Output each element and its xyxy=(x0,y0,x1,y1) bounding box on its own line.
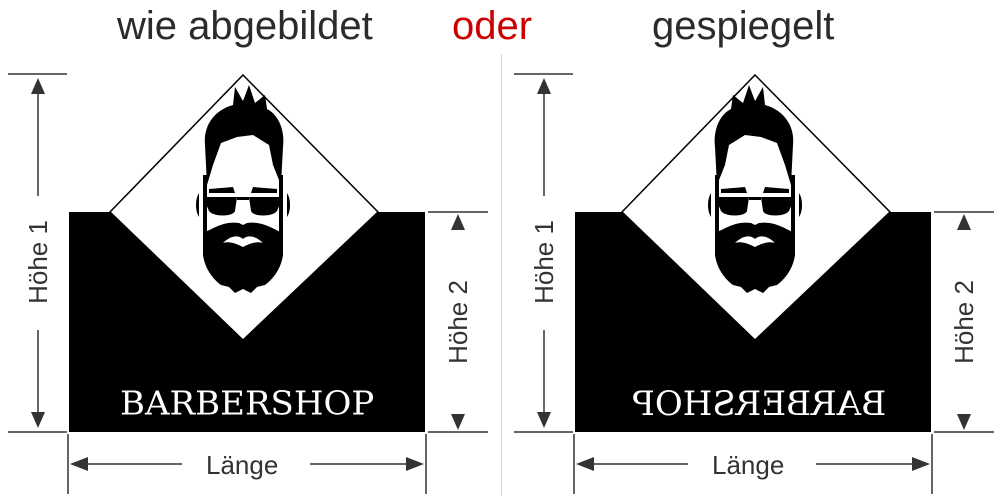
length-label: Länge xyxy=(706,450,791,480)
title-as-shown: wie abgebildet xyxy=(117,4,373,48)
title-or: oder xyxy=(452,4,533,48)
panel-as-shown: Höhe 1 Höhe 2 Länge BARBERSHOP xyxy=(8,73,488,494)
panel-mirrored: Höhe 1 Höhe 2 Länge BARBERSHOP xyxy=(506,0,1000,500)
arrow-up-icon xyxy=(31,78,45,94)
sign-drawing-mirrored xyxy=(514,73,994,494)
height1-label: Höhe 1 xyxy=(23,214,53,310)
panel-divider xyxy=(501,54,502,496)
title-mirrored: gespiegelt xyxy=(652,4,835,48)
height2-label: Höhe 2 xyxy=(949,274,979,370)
arrow-down-icon xyxy=(31,412,45,428)
height2-label: Höhe 2 xyxy=(443,274,473,370)
height1-label: Höhe 1 xyxy=(529,214,559,310)
brand-text-mirrored: BARBERSHOP xyxy=(632,384,887,424)
sign-drawing xyxy=(8,73,488,494)
brand-text: BARBERSHOP xyxy=(120,385,375,423)
length-label: Länge xyxy=(200,450,285,480)
